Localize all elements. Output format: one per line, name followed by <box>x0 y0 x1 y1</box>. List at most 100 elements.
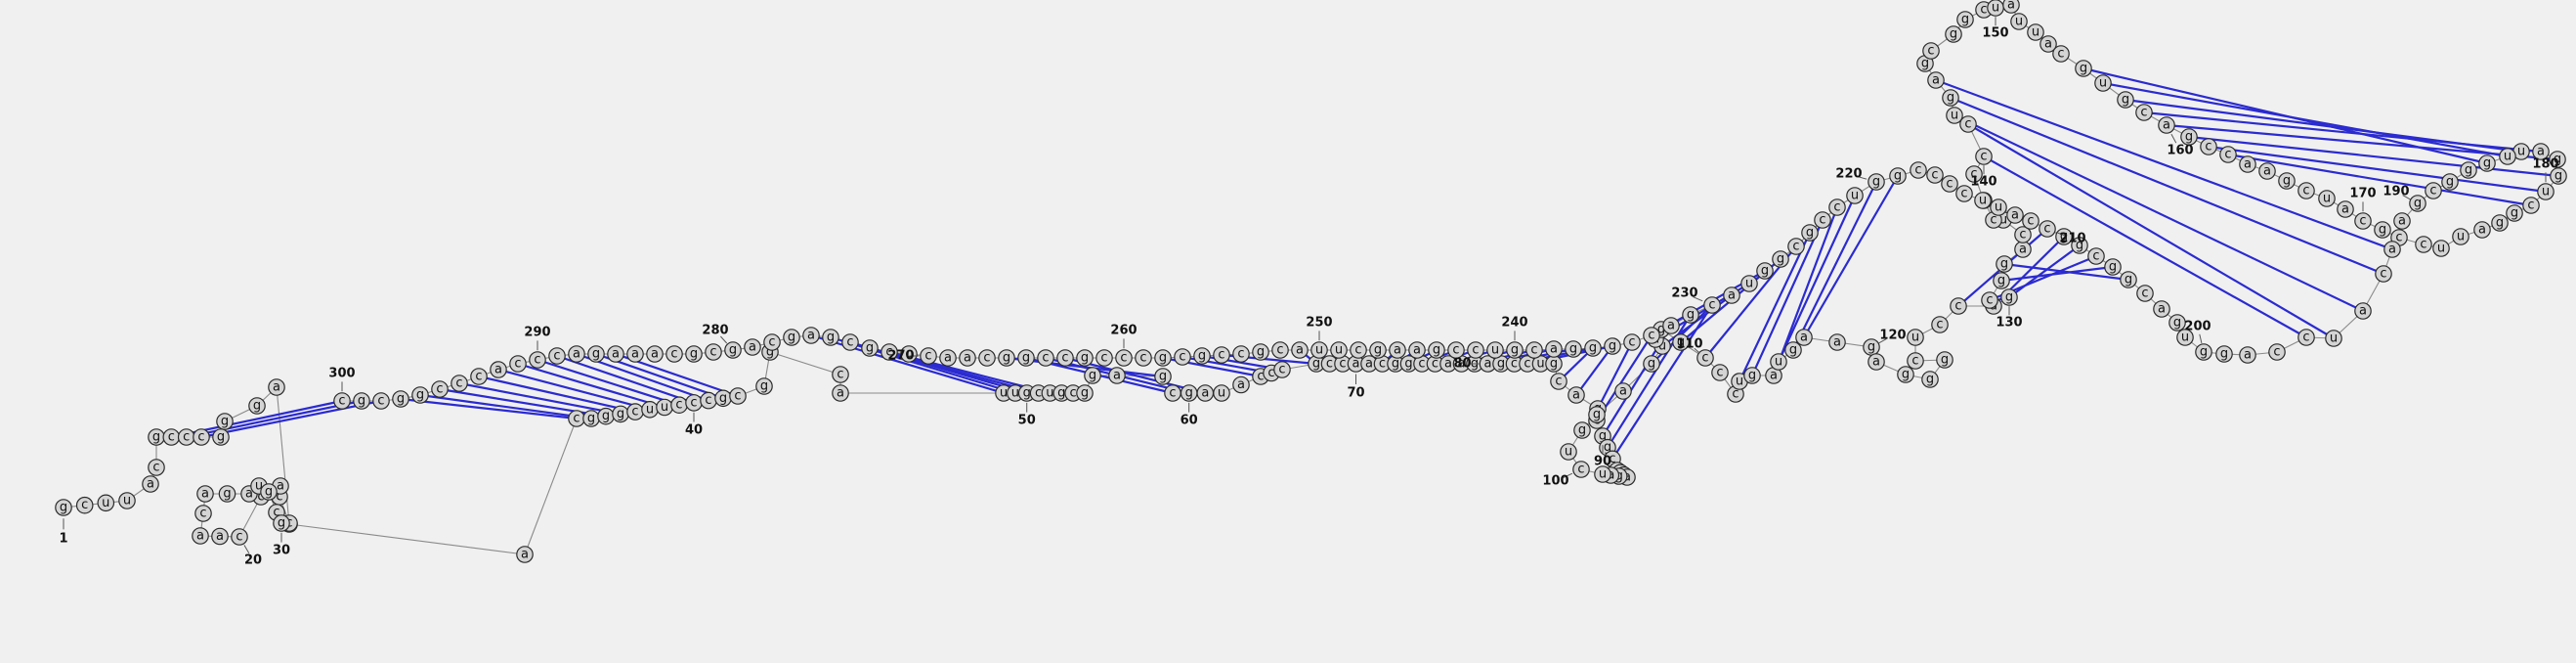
nucleotide: c <box>451 375 468 392</box>
nucleotide-letter: c <box>2205 140 2211 155</box>
nucleotide-letter: g <box>2220 347 2228 362</box>
position-tick <box>2199 333 2203 344</box>
nucleotide-circle <box>118 492 136 509</box>
nucleotide: g <box>248 397 266 415</box>
nucleotide: c <box>2052 45 2070 63</box>
nucleotide-circle <box>1770 353 1787 371</box>
nucleotide-circle <box>194 505 212 522</box>
nucleotide: g <box>1545 355 1563 373</box>
nucleotide-letter: c <box>257 490 264 505</box>
nucleotide-circle <box>2278 172 2296 190</box>
nucleotide-circle <box>2022 212 2039 230</box>
nucleotide-circle <box>260 483 278 501</box>
nucleotide: c <box>2425 182 2442 199</box>
nucleotide-circle <box>1584 339 1602 357</box>
nucleotide-circle <box>607 345 624 363</box>
nucleotide-letter: c <box>1954 299 1961 314</box>
nucleotide: u <box>1740 275 1758 292</box>
nucleotide-letter: g <box>1921 57 1929 71</box>
nucleotide-letter: c <box>276 490 282 505</box>
position-number: 160 <box>2167 144 2193 158</box>
nucleotide: a <box>1232 376 1250 394</box>
base-pair-bond <box>1597 341 1633 410</box>
nucleotide: c <box>1959 115 1977 133</box>
position-label: 260 <box>1110 324 1138 349</box>
nucleotide-letter: a <box>2478 223 2486 238</box>
nucleotide-letter: g <box>1023 386 1031 401</box>
nucleotide-circle <box>2415 236 2432 253</box>
nucleotide-circle <box>548 347 566 365</box>
nucleotide: u <box>2325 330 2342 347</box>
nucleotide: u <box>1990 199 2007 216</box>
nucleotide-circle <box>2441 173 2459 191</box>
nucleotide: c <box>1271 341 1289 359</box>
position-label: 70 <box>1347 374 1365 401</box>
nucleotide-circle <box>1828 333 1846 351</box>
nucleotide: g <box>783 329 800 346</box>
nucleotide: c <box>2022 212 2039 230</box>
nucleotide: g <box>55 499 72 516</box>
nucleotide-letter: c <box>675 398 682 413</box>
nucleotide-circle <box>1310 341 1328 359</box>
backbone-segment <box>280 522 526 555</box>
base-pair-bond <box>1967 123 2335 339</box>
nucleotide: a <box>2006 206 2024 224</box>
nucleotide-circle <box>2135 104 2153 121</box>
nucleotide-letter: u <box>1046 386 1053 401</box>
base-pair-bond <box>200 399 382 439</box>
nucleotide-letter: c <box>1701 351 1708 366</box>
nucleotide-circle <box>1814 211 1831 229</box>
position-number: 300 <box>328 367 355 381</box>
nucleotide-letter: a <box>944 351 952 366</box>
nucleotide-circle <box>1946 107 1963 124</box>
nucleotide: g <box>2278 172 2296 190</box>
nucleotide: u <box>1907 329 1924 346</box>
nucleotide-letter: u <box>1995 200 2002 215</box>
position-tick <box>2170 133 2177 144</box>
nucleotide: u <box>1770 353 1787 371</box>
nucleotide-letter: c <box>885 345 892 360</box>
nucleotide-letter: c <box>514 357 521 372</box>
nucleotide-letter: g <box>2414 197 2422 211</box>
nucleotide-letter: g <box>152 430 160 445</box>
nucleotide: c <box>763 333 781 351</box>
nucleotide: c <box>900 345 918 363</box>
nucleotide-circle <box>55 499 72 516</box>
nucleotide: g <box>2478 155 2496 172</box>
nucleotide-circle <box>2002 0 2020 14</box>
nucleotide-letter: g <box>1657 323 1665 337</box>
nucleotide: u <box>2432 240 2450 257</box>
nucleotide: g <box>2441 173 2459 191</box>
nucleotide-letter: g <box>760 379 768 394</box>
nucleotide-letter: g <box>2496 216 2504 231</box>
nucleotide-letter: u <box>2032 25 2039 40</box>
nucleotide-letter: g <box>217 430 225 445</box>
nucleotide-circle <box>1545 340 1563 358</box>
nucleotide-circle <box>2374 221 2391 239</box>
nucleotide-letter: g <box>223 487 231 502</box>
nucleotide-circle <box>1959 115 1977 133</box>
nucleotide: g <box>1565 340 1582 358</box>
nucleotide-letter: c <box>1179 350 1185 365</box>
nucleotide-letter: c <box>1648 329 1654 343</box>
nucleotide-letter: g <box>1185 386 1193 401</box>
nucleotide-letter: c <box>1169 386 1176 401</box>
nucleotide-letter: c <box>1278 363 1285 377</box>
nucleotide-letter: g <box>1003 351 1010 366</box>
nucleotide: a <box>2473 221 2491 239</box>
nucleotide-letter: c <box>1819 213 1825 228</box>
nucleotide-letter: a <box>2388 243 2396 257</box>
nucleotide-letter: c <box>2302 331 2309 345</box>
nucleotide: g <box>1868 173 1885 191</box>
nucleotide-circle <box>568 345 585 363</box>
nucleotide: u <box>1213 384 1230 402</box>
nucleotide-letter: a <box>245 487 253 502</box>
nucleotide-letter: c <box>455 376 462 391</box>
nucleotide: c <box>1037 349 1054 367</box>
nucleotide-circle <box>1795 329 1813 346</box>
position-tick <box>1878 338 1887 344</box>
nucleotide-circle <box>1974 192 1992 209</box>
nucleotide-letter: u <box>2457 230 2465 244</box>
nucleotide-letter: g <box>2005 290 2013 305</box>
